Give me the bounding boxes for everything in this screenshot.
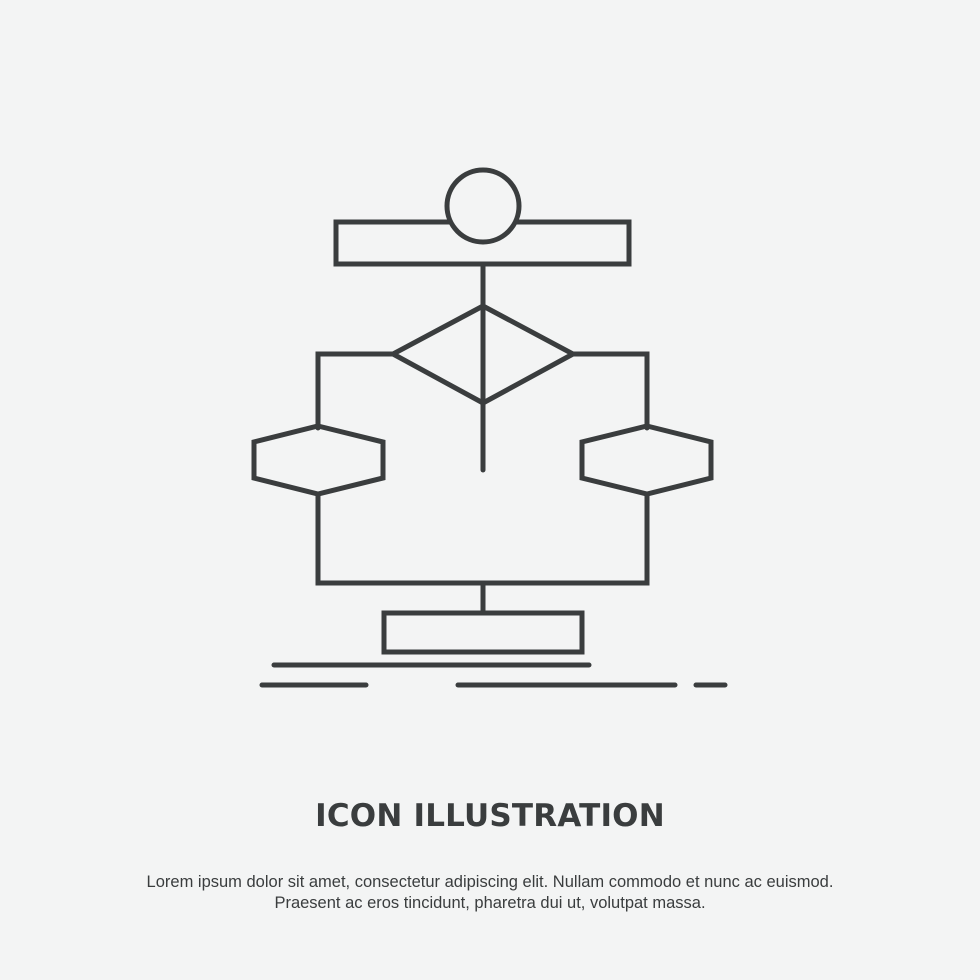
- right-hexagon-shape: [579, 423, 714, 497]
- start-circle-shape: [444, 167, 522, 245]
- end-bar-shape: [381, 610, 585, 655]
- description-line-2: Praesent ac eros tincidunt, pharetra dui…: [274, 894, 706, 912]
- description-line-1: Lorem ipsum dolor sit amet, consectetur …: [146, 873, 834, 891]
- left-hexagon-shape: [251, 423, 386, 497]
- right-branch-line: [570, 351, 650, 431]
- merge-loop-line: [315, 491, 650, 586]
- description-text: Lorem ipsum dolor sit amet, consectetur …: [0, 872, 980, 914]
- page-title: ICON ILLUSTRATION: [315, 798, 665, 834]
- decision-diamond-shape: [387, 303, 579, 406]
- left-branch-line: [315, 351, 396, 431]
